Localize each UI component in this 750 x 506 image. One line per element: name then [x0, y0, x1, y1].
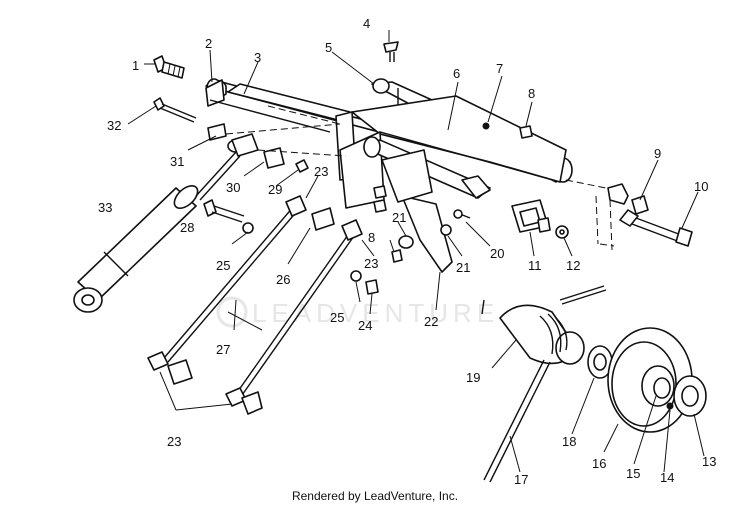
leader-lines: [127, 30, 705, 473]
callout-12: 12: [566, 258, 580, 273]
callout-23-bottom: 23: [167, 434, 181, 449]
callout-32: 32: [107, 118, 121, 133]
callout-labels: 1 2 3 4 5 6 7 8 9 10 11 12 13 14 15 16 1…: [98, 16, 716, 487]
callout-10: 10: [694, 179, 708, 194]
callout-29: 29: [268, 182, 282, 197]
callout-9: 9: [654, 146, 661, 161]
callout-21-lower: 21: [456, 260, 470, 275]
link-rods: [147, 195, 363, 415]
callout-8-upper: 8: [528, 86, 535, 101]
callout-4: 4: [363, 16, 370, 31]
callout-21-upper: 21: [392, 210, 406, 225]
callout-3: 3: [254, 50, 261, 65]
washer-12: [555, 225, 569, 239]
callout-2: 2: [205, 36, 212, 51]
torsion-plate: [381, 149, 453, 273]
callout-23-top: 23: [314, 164, 328, 179]
watermark-text: LEADVENTURE: [252, 298, 499, 328]
callout-13: 13: [702, 454, 716, 469]
callout-26: 26: [276, 272, 290, 287]
callout-30: 30: [226, 180, 240, 195]
callout-20: 20: [490, 246, 504, 261]
callout-15: 15: [626, 466, 640, 481]
screw-4: [383, 41, 399, 62]
callout-16: 16: [592, 456, 606, 471]
callout-27: 27: [216, 342, 230, 357]
washers-25: [242, 222, 379, 295]
nut-8-upper: [519, 125, 533, 139]
callout-31: 31: [170, 154, 184, 169]
callout-33: 33: [98, 200, 112, 215]
callout-8-lower: 8: [368, 230, 375, 245]
shock-absorber: [73, 151, 241, 313]
callout-18: 18: [562, 434, 576, 449]
callout-17: 17: [514, 472, 528, 487]
callout-5: 5: [325, 40, 332, 55]
callout-14: 14: [660, 470, 674, 485]
bolt-1: [153, 55, 185, 79]
bushings: [207, 123, 309, 173]
torsion-spring: [481, 285, 607, 483]
callout-1: 1: [132, 58, 139, 73]
callout-7: 7: [496, 61, 503, 76]
washer-18: [587, 345, 613, 379]
callout-6: 6: [453, 66, 460, 81]
rivet-7: [482, 122, 490, 130]
center-hardware: [373, 185, 471, 263]
bolt-10: [619, 209, 693, 247]
callout-19: 19: [466, 370, 480, 385]
alignment-dashes: [225, 105, 615, 251]
bolt-32: [153, 97, 197, 123]
clip-9: [607, 183, 649, 215]
callout-11: 11: [528, 258, 542, 273]
callout-24: 24: [358, 318, 372, 333]
callout-25-right: 25: [330, 310, 344, 325]
idler-wheel: [607, 327, 707, 433]
callout-22: 22: [424, 314, 438, 329]
footer-credit: Rendered by LeadVenture, Inc.: [292, 489, 458, 503]
callout-25-left: 25: [216, 258, 230, 273]
bolt-28: [203, 199, 245, 223]
callout-23-mid: 23: [364, 256, 378, 271]
callout-28: 28: [180, 220, 194, 235]
bracket-11: [511, 199, 551, 233]
